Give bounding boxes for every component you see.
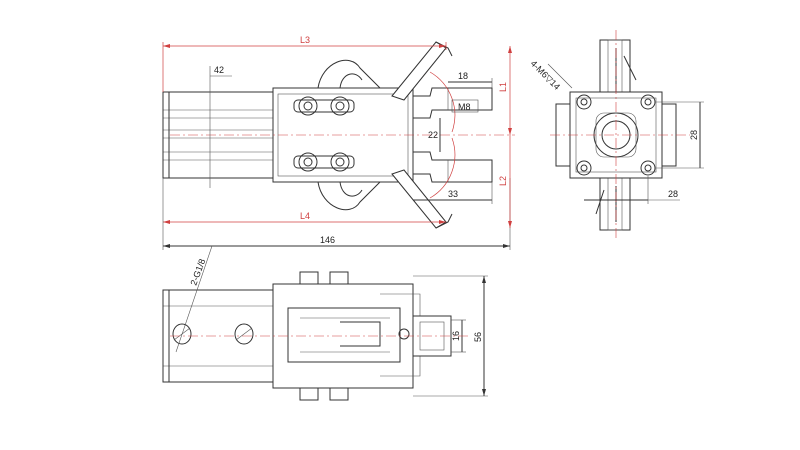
dim-33: 33	[448, 189, 458, 199]
dim-146: 146	[320, 235, 335, 245]
dim-16: 16	[451, 331, 461, 341]
dim-L4: L4	[300, 211, 310, 221]
screw-heads	[293, 96, 355, 172]
dim-M8: M8	[458, 102, 471, 112]
dim-L3: L3	[300, 35, 310, 45]
dim-L1: L1	[498, 82, 508, 92]
upper-lever	[317, 59, 381, 89]
cylinder-body	[162, 91, 274, 179]
dim-18: 18	[458, 71, 468, 81]
dim-L2: L2	[498, 176, 508, 186]
upper-jaw-finger	[412, 87, 493, 119]
dim-56: 56	[473, 332, 483, 342]
thread-holes-callout: 4-M6▽14	[529, 58, 563, 92]
lower-lever	[317, 181, 381, 211]
dim-28-vertical: 28	[689, 130, 699, 140]
dim-28-horizontal: 28	[668, 189, 678, 199]
corner-threaded-holes	[576, 94, 656, 176]
top-view: 2-G1/8 16 56	[162, 245, 488, 401]
lower-jaw-finger	[412, 151, 493, 183]
end-view: 4-M6▽14 28 28	[529, 30, 704, 240]
dim-22: 22	[428, 130, 438, 140]
port-callout: 2-G1/8	[188, 257, 207, 286]
port-hole-2	[234, 323, 254, 345]
side-view: L3 L4 146 42 L1 L2 18 M8 22	[162, 35, 515, 250]
dim-42: 42	[214, 65, 224, 75]
port-hole-1	[172, 323, 192, 345]
